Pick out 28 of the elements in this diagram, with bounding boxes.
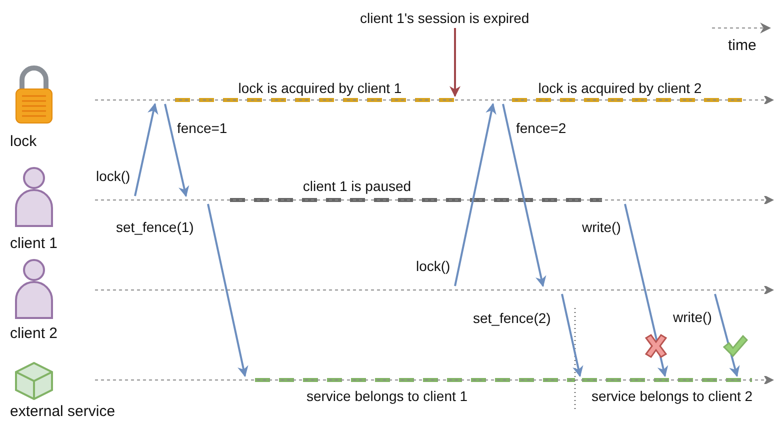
status-label: lock is acquired by client 1 [238,80,402,96]
edge-label: fence=1 [176,120,228,136]
arrow [450,28,460,98]
edge-label: lock() [415,258,452,274]
arrow [164,104,190,198]
participant-label: client 1 [10,236,58,252]
status-label: service belongs to client 2 [591,388,753,404]
status-label: service belongs to client 1 [306,388,468,404]
participant-label: client 2 [10,326,58,342]
edge-label: write() [581,219,622,235]
arrow [134,102,158,196]
annotation-text: client 1's session is expired [360,10,530,26]
arrow [714,294,740,378]
status-label: lock is acquired by client 2 [538,80,702,96]
arrow [624,204,668,378]
edge-label: set_fence(1) [115,219,195,235]
arrow [502,104,546,288]
edge-label: lock() [95,168,132,184]
arrow [561,294,584,378]
status-label: client 1 is paused [302,178,412,194]
arrow [454,102,496,286]
arrow [207,204,248,378]
edge-label: set_fence(2) [472,310,552,326]
edge-label: write() [672,309,713,325]
participant-label: lock [10,134,37,150]
participant-label: external service [10,404,116,420]
axis-label: time [728,38,756,54]
edge-label: fence=2 [515,120,568,136]
